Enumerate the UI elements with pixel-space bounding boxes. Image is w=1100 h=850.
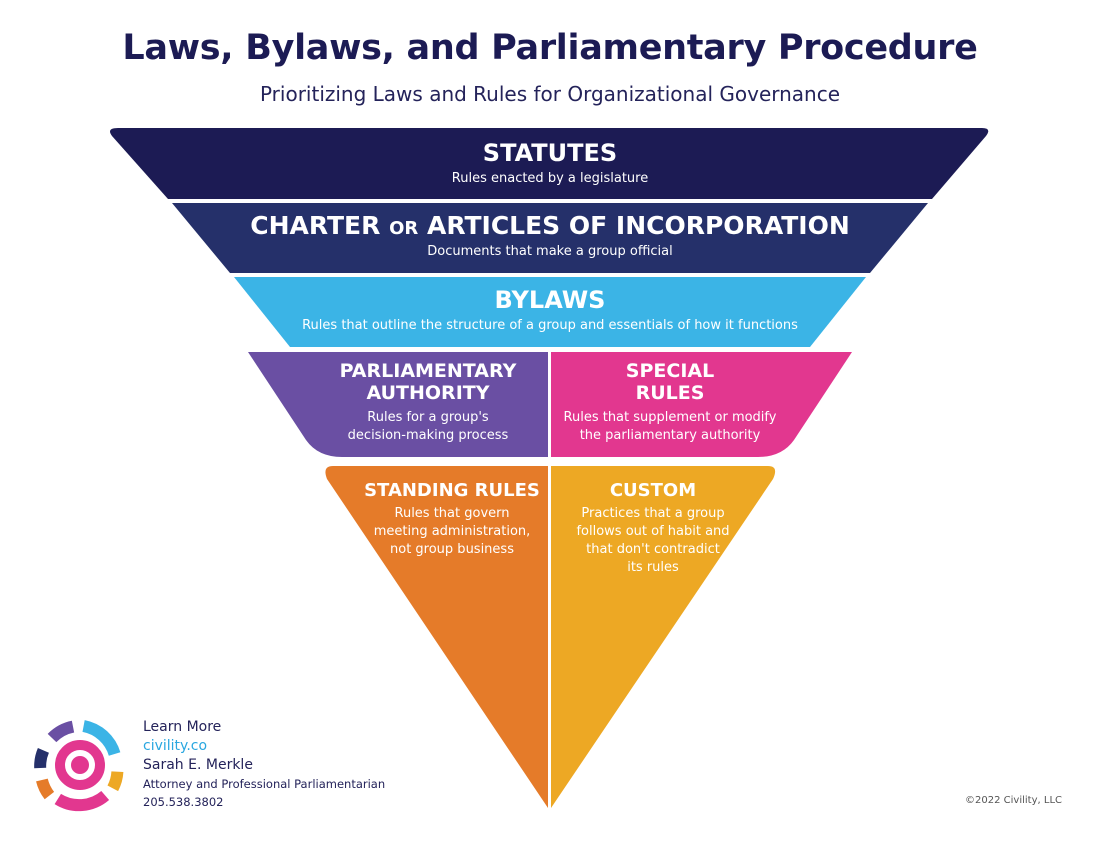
custom-title: CUSTOM bbox=[609, 480, 697, 501]
bylaws-title: BYLAWS bbox=[494, 286, 606, 314]
standing-rules-section bbox=[325, 466, 548, 808]
special-rules-description-1: Rules that supplement or modify bbox=[563, 410, 777, 425]
custom-description-1: Practices that a group bbox=[581, 506, 725, 521]
statutes-description: Rules enacted by a legislature bbox=[451, 171, 649, 186]
standing-rules-tier: STANDING RULES Rules that govern meeting… bbox=[352, 480, 552, 559]
charter-title-or: OR bbox=[389, 218, 419, 239]
special-rules-description-2: the parliamentary authority bbox=[579, 428, 761, 443]
learn-more-label: Learn More bbox=[143, 719, 222, 735]
standing-rules-description-3: not group business bbox=[390, 542, 514, 557]
charter-tier: CHARTER OR ARTICLES OF INCORPORATION Doc… bbox=[200, 211, 900, 261]
standing-rules-title: STANDING RULES bbox=[364, 480, 540, 501]
charter-band bbox=[172, 203, 928, 273]
statutes-band bbox=[110, 128, 989, 199]
page-title: Laws, Bylaws, and Parliamentary Procedur… bbox=[122, 28, 978, 68]
civility-logo-icon bbox=[34, 720, 124, 812]
bylaws-band bbox=[234, 277, 866, 347]
charter-description: Documents that make a group official bbox=[427, 244, 673, 259]
statutes-tier: STATUTES Rules enacted by a legislature bbox=[200, 139, 900, 188]
copyright-notice: ©2022 Civility, LLC bbox=[965, 795, 1062, 806]
special-rules-band bbox=[551, 352, 852, 457]
parliamentary-authority-tier: PARLIAMENTARY AUTHORITY Rules for a grou… bbox=[318, 360, 538, 445]
contact-info: Learn More civility.co Sarah E. Merkle A… bbox=[143, 718, 385, 811]
page-subtitle: Prioritizing Laws and Rules for Organiza… bbox=[259, 82, 841, 106]
parliamentary-authority-description-2: decision-making process bbox=[347, 428, 509, 443]
website-link[interactable]: civility.co bbox=[143, 738, 208, 754]
parliamentary-authority-title-2: AUTHORITY bbox=[366, 382, 490, 404]
parliamentary-authority-description-1: Rules for a group's bbox=[367, 410, 489, 425]
standing-rules-description-1: Rules that govern bbox=[394, 506, 510, 521]
author-name: Sarah E. Merkle bbox=[143, 757, 253, 773]
charter-title-a: CHARTER bbox=[250, 211, 381, 240]
custom-description-4: its rules bbox=[627, 560, 679, 575]
author-phone: 205.538.3802 bbox=[143, 795, 224, 809]
parliamentary-authority-band bbox=[248, 352, 548, 457]
custom-section bbox=[551, 466, 776, 808]
charter-title: CHARTER OR ARTICLES OF INCORPORATION bbox=[200, 211, 900, 240]
author-role: Attorney and Professional Parliamentaria… bbox=[143, 777, 386, 791]
custom-description-3: that don't contradict bbox=[586, 542, 720, 557]
special-rules-tier: SPECIAL RULES Rules that supplement or m… bbox=[555, 360, 785, 445]
bylaws-tier: BYLAWS Rules that outline the structure … bbox=[200, 286, 900, 335]
special-rules-title-2: RULES bbox=[635, 382, 705, 404]
special-rules-title-1: SPECIAL bbox=[625, 360, 715, 382]
statutes-title: STATUTES bbox=[482, 139, 618, 167]
custom-tier: CUSTOM Practices that a group follows ou… bbox=[558, 480, 748, 577]
parliamentary-authority-title-1: PARLIAMENTARY bbox=[339, 360, 517, 382]
custom-description-2: follows out of habit and bbox=[576, 524, 730, 539]
bylaws-description: Rules that outline the structure of a gr… bbox=[302, 318, 798, 333]
standing-rules-description-2: meeting administration, bbox=[373, 524, 531, 539]
charter-title-b: ARTICLES OF INCORPORATION bbox=[426, 211, 850, 240]
